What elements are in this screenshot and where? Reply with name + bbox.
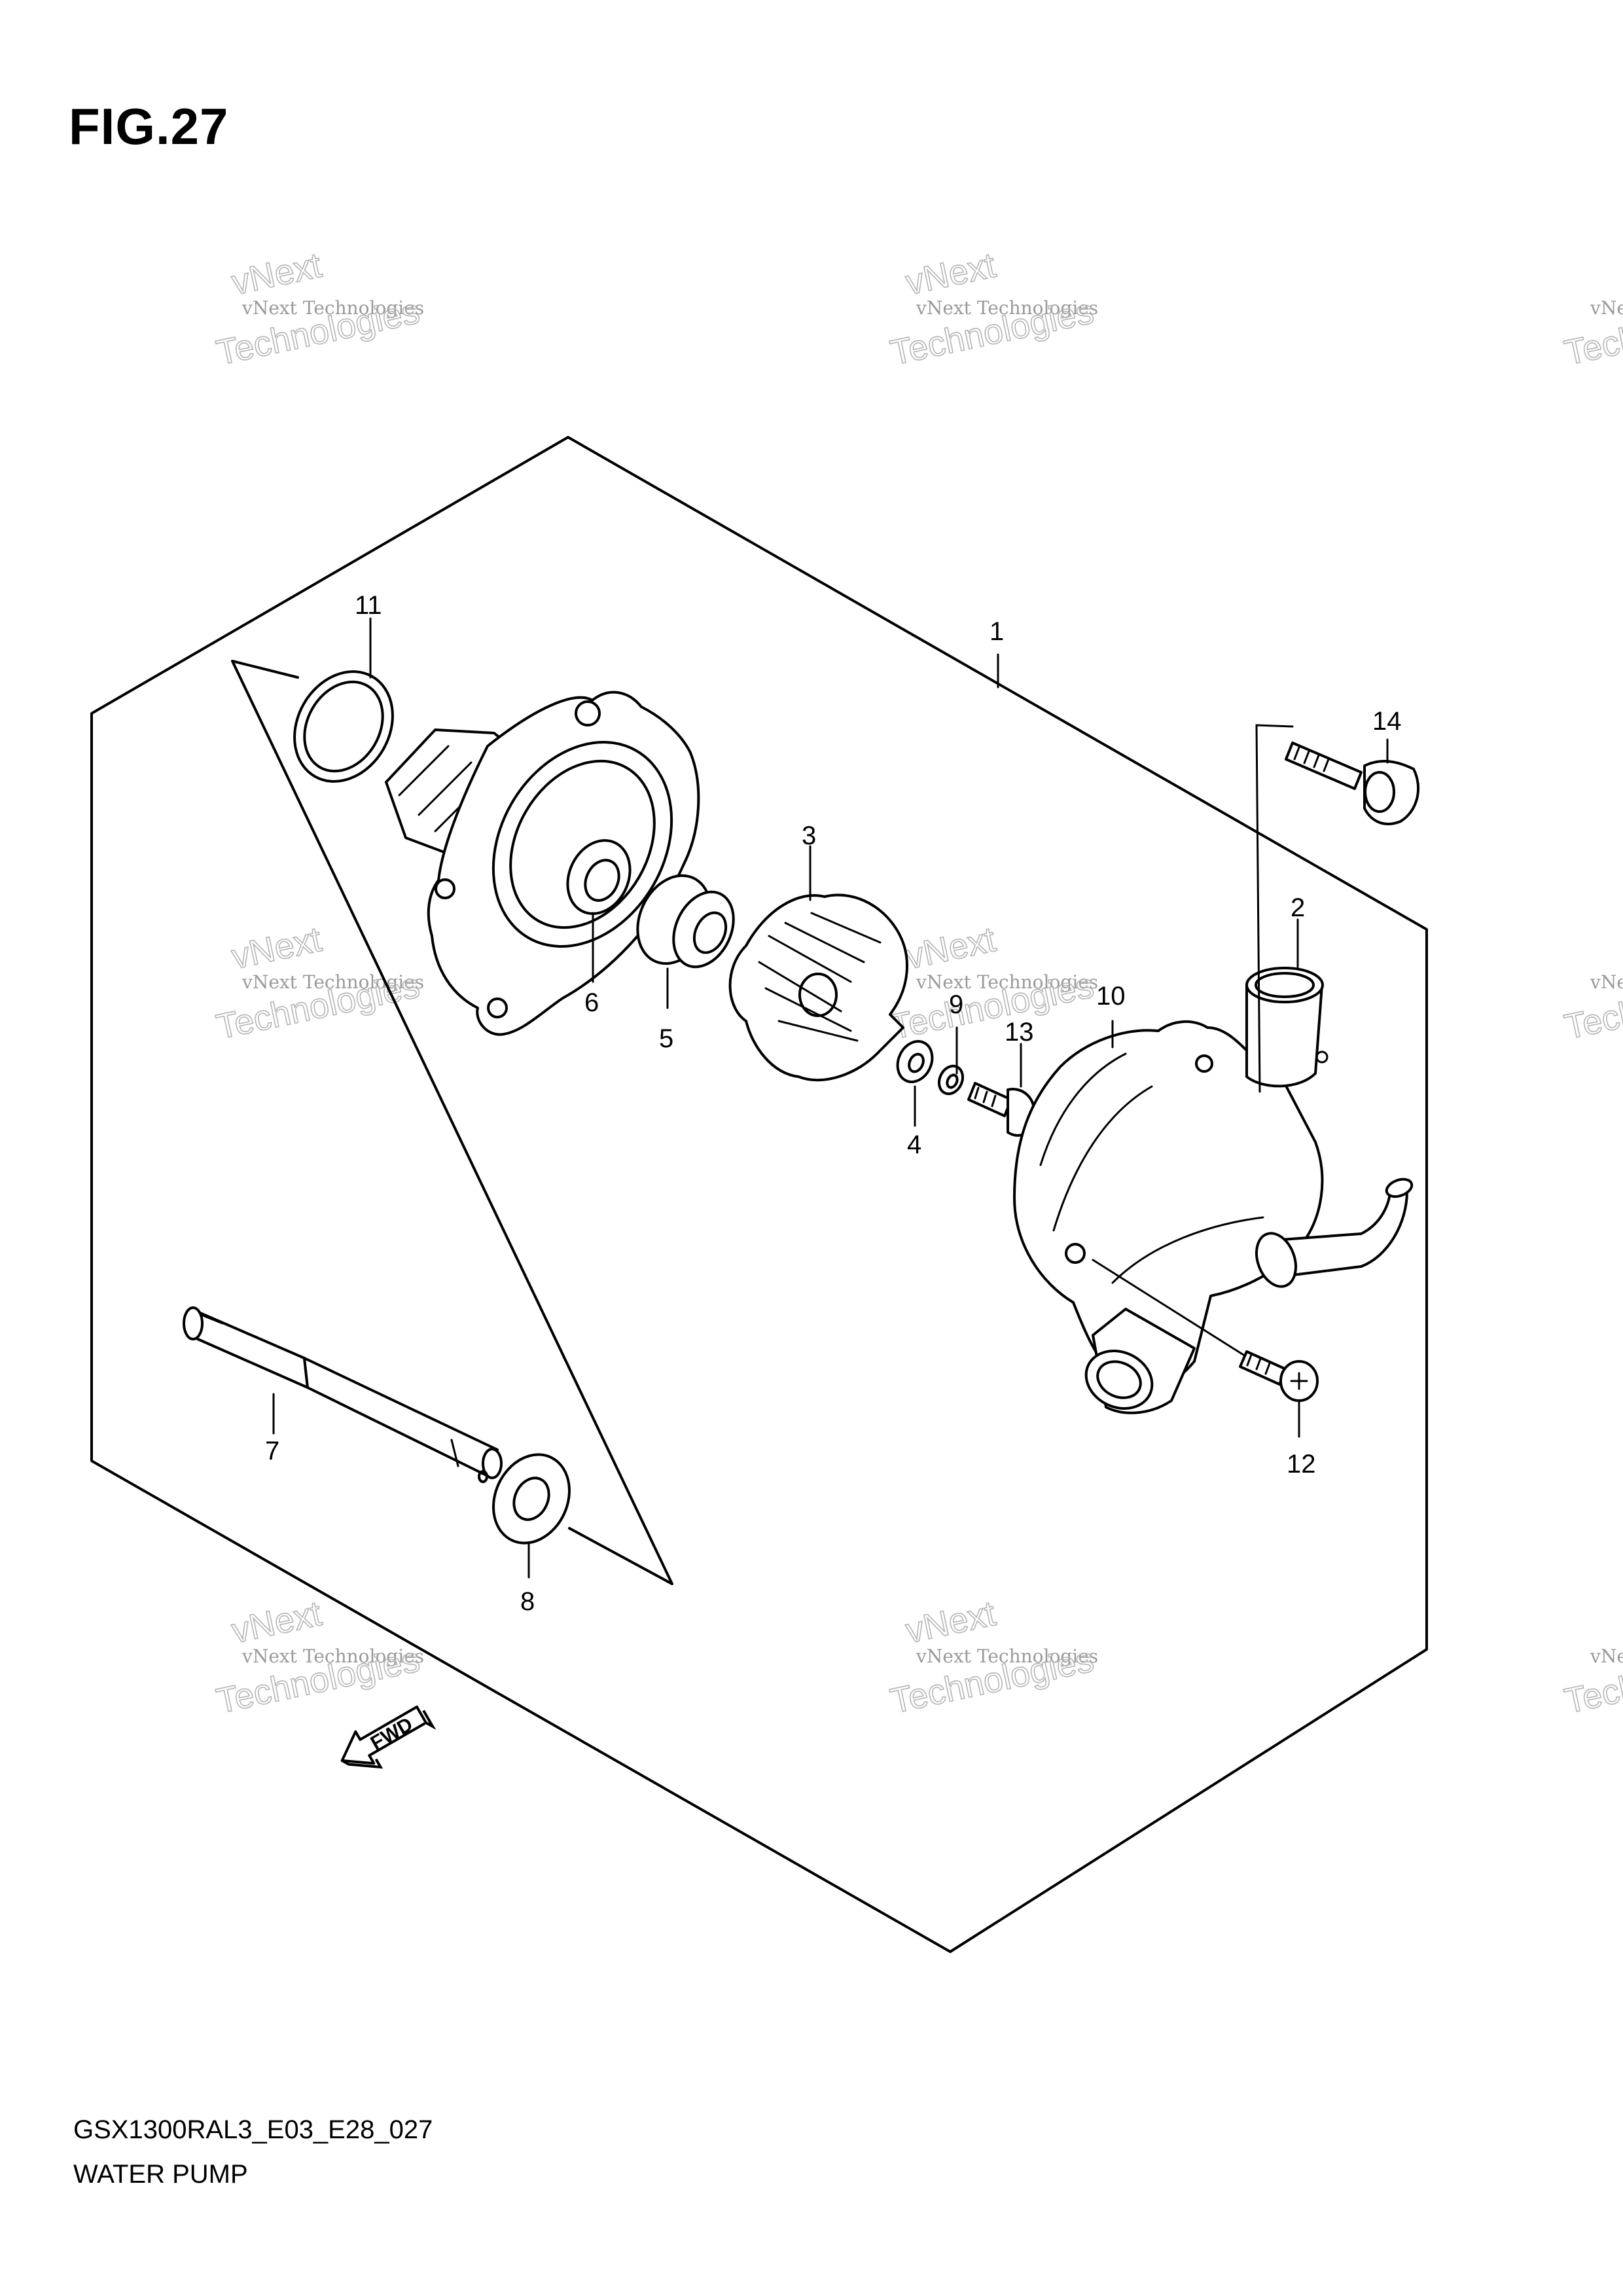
- watermark-group: vNext vNext Technologies Technologies vN…: [213, 245, 1623, 1721]
- callout-7: 7: [265, 1437, 279, 1465]
- svg-text:vNext: vNext: [902, 245, 999, 302]
- section-name: WATER PUMP: [73, 2160, 248, 2189]
- shaft-washer-part: [492, 1453, 571, 1545]
- callout-8: 8: [520, 1587, 535, 1616]
- callout-2: 2: [1291, 893, 1305, 922]
- pump-cover-part: [385, 691, 700, 1036]
- washer-part: [896, 1040, 934, 1083]
- svg-text:vNext Technologies: vNext Technologies: [241, 971, 424, 993]
- watermark-8: vNext vNext Technologies Technologies: [887, 1593, 1098, 1721]
- watermark-1: vNext vNext Technologies Technologies: [213, 245, 424, 373]
- svg-text:vNext Technologies: vNext Technologies: [1590, 1645, 1623, 1667]
- svg-text:vNext: vNext: [902, 1594, 999, 1651]
- model-code: GSX1300RAL3_E03_E28_027: [73, 2115, 433, 2144]
- watermark-4: vNext vNext Technologies Technologies: [213, 919, 424, 1047]
- small-washer-part: [938, 1064, 964, 1096]
- watermark-6: vNext Technologies Technologies: [1561, 965, 1623, 1048]
- svg-text:vNext: vNext: [228, 245, 325, 302]
- figure-title: FIG.27: [69, 98, 229, 155]
- callout-6: 6: [584, 988, 599, 1017]
- watermark-2: vNext vNext Technologies Technologies: [887, 245, 1098, 373]
- assembly-outline: [90, 436, 1428, 1953]
- callout-5: 5: [659, 1024, 673, 1053]
- svg-text:vNext: vNext: [902, 920, 999, 977]
- guide-lines: [1092, 724, 1294, 1356]
- callout-11: 11: [355, 591, 382, 620]
- svg-text:vNext Technologies: vNext Technologies: [916, 297, 1098, 319]
- svg-text:vNext Technologies: vNext Technologies: [916, 1645, 1098, 1667]
- callout-1: 1: [990, 617, 1004, 646]
- watermark-5: vNext vNext Technologies Technologies: [887, 919, 1098, 1047]
- callout-12: 12: [1287, 1450, 1316, 1479]
- svg-text:vNext: vNext: [228, 1594, 325, 1651]
- pump-case-part: [1013, 967, 1414, 1414]
- fwd-label: FWD: [367, 1713, 417, 1755]
- impeller-part: [728, 893, 908, 1082]
- svg-text:vNext Technologies: vNext Technologies: [241, 1645, 424, 1667]
- watermark-7: vNext vNext Technologies Technologies: [213, 1593, 424, 1721]
- mechanical-seal-part: [566, 839, 632, 915]
- callout-3: 3: [802, 821, 816, 850]
- oil-seal-part: [636, 874, 735, 969]
- fwd-arrow-icon: FWD: [340, 1705, 437, 1769]
- callout-13: 13: [1005, 1018, 1034, 1047]
- watermark-3: vNext Technologies Technologies: [1561, 291, 1623, 374]
- callout-10: 10: [1096, 982, 1126, 1011]
- callout-4: 4: [907, 1130, 921, 1159]
- callout-9: 9: [949, 990, 963, 1019]
- cover-bolt-part: [1285, 742, 1420, 825]
- svg-text:vNext: vNext: [228, 920, 325, 977]
- svg-text:vNext Technologies: vNext Technologies: [916, 971, 1098, 993]
- case-bolt-part: [1239, 1350, 1319, 1402]
- leader-lines: [272, 617, 1389, 1579]
- svg-text:vNext Technologies: vNext Technologies: [1590, 297, 1623, 319]
- watermark-9: vNext Technologies Technologies: [1561, 1640, 1623, 1722]
- o-ring-part: [293, 670, 394, 783]
- svg-text:vNext Technologies: vNext Technologies: [1590, 971, 1623, 993]
- pump-shaft-part: [183, 1306, 503, 1483]
- callout-labels: 1 2 3 4 5 6 7 8 9 10 11 12 13 14: [265, 591, 1402, 1616]
- svg-text:vNext Technologies: vNext Technologies: [241, 297, 424, 319]
- callout-14: 14: [1372, 707, 1402, 736]
- cover-sub-outline: [231, 660, 673, 1585]
